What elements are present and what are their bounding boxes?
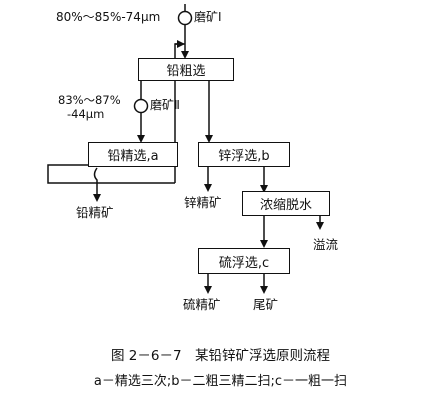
overflow-label: 溢流 — [313, 237, 339, 252]
zinc-flotation-label: 锌浮选,b — [218, 149, 270, 164]
zinc-concentrate-label: 锌精矿 — [184, 195, 222, 210]
lead-rougher-box: 铅粗选 — [138, 58, 234, 81]
tailings-label: 尾矿 — [253, 297, 279, 312]
sulfur-concentrate-label: 硫精矿 — [183, 297, 221, 312]
sulfur-flotation-label: 硫浮选,c — [218, 255, 270, 271]
mill-1-circle — [177, 10, 193, 26]
figure-caption: 图 2－6－7 某铅锌矿浮选原则流程 — [110, 348, 331, 364]
sulfur-flotation-box: 硫浮选,c — [198, 248, 290, 274]
lead-cleaner-label: 铅精选,a — [107, 149, 159, 164]
lead-concentrate-label: 铅精矿 — [76, 205, 114, 220]
zinc-flotation-box: 锌浮选,b — [198, 142, 290, 167]
thickening-box: 浓缩脱水 — [242, 191, 330, 216]
regrind-spec-line2: -44μm — [67, 107, 105, 121]
lead-conc-line — [93, 167, 101, 202]
mill-2-circle — [133, 98, 149, 114]
feed-grind-spec: 80%～85%-74μm — [56, 10, 161, 24]
thickening-label: 浓缩脱水 — [259, 198, 312, 213]
mill-1-label: 磨矿Ⅰ — [194, 10, 222, 24]
mill-2-label: 磨矿Ⅱ — [150, 98, 180, 112]
lead-rougher-label: 铅粗选 — [166, 64, 206, 79]
regrind-spec-line1: 83%～87% — [58, 93, 121, 107]
figure-legend: a－精选三次;b－二粗三精二扫;c－一粗一扫 — [93, 374, 348, 389]
lead-cleaner-box: 铅精选,a — [88, 142, 178, 167]
